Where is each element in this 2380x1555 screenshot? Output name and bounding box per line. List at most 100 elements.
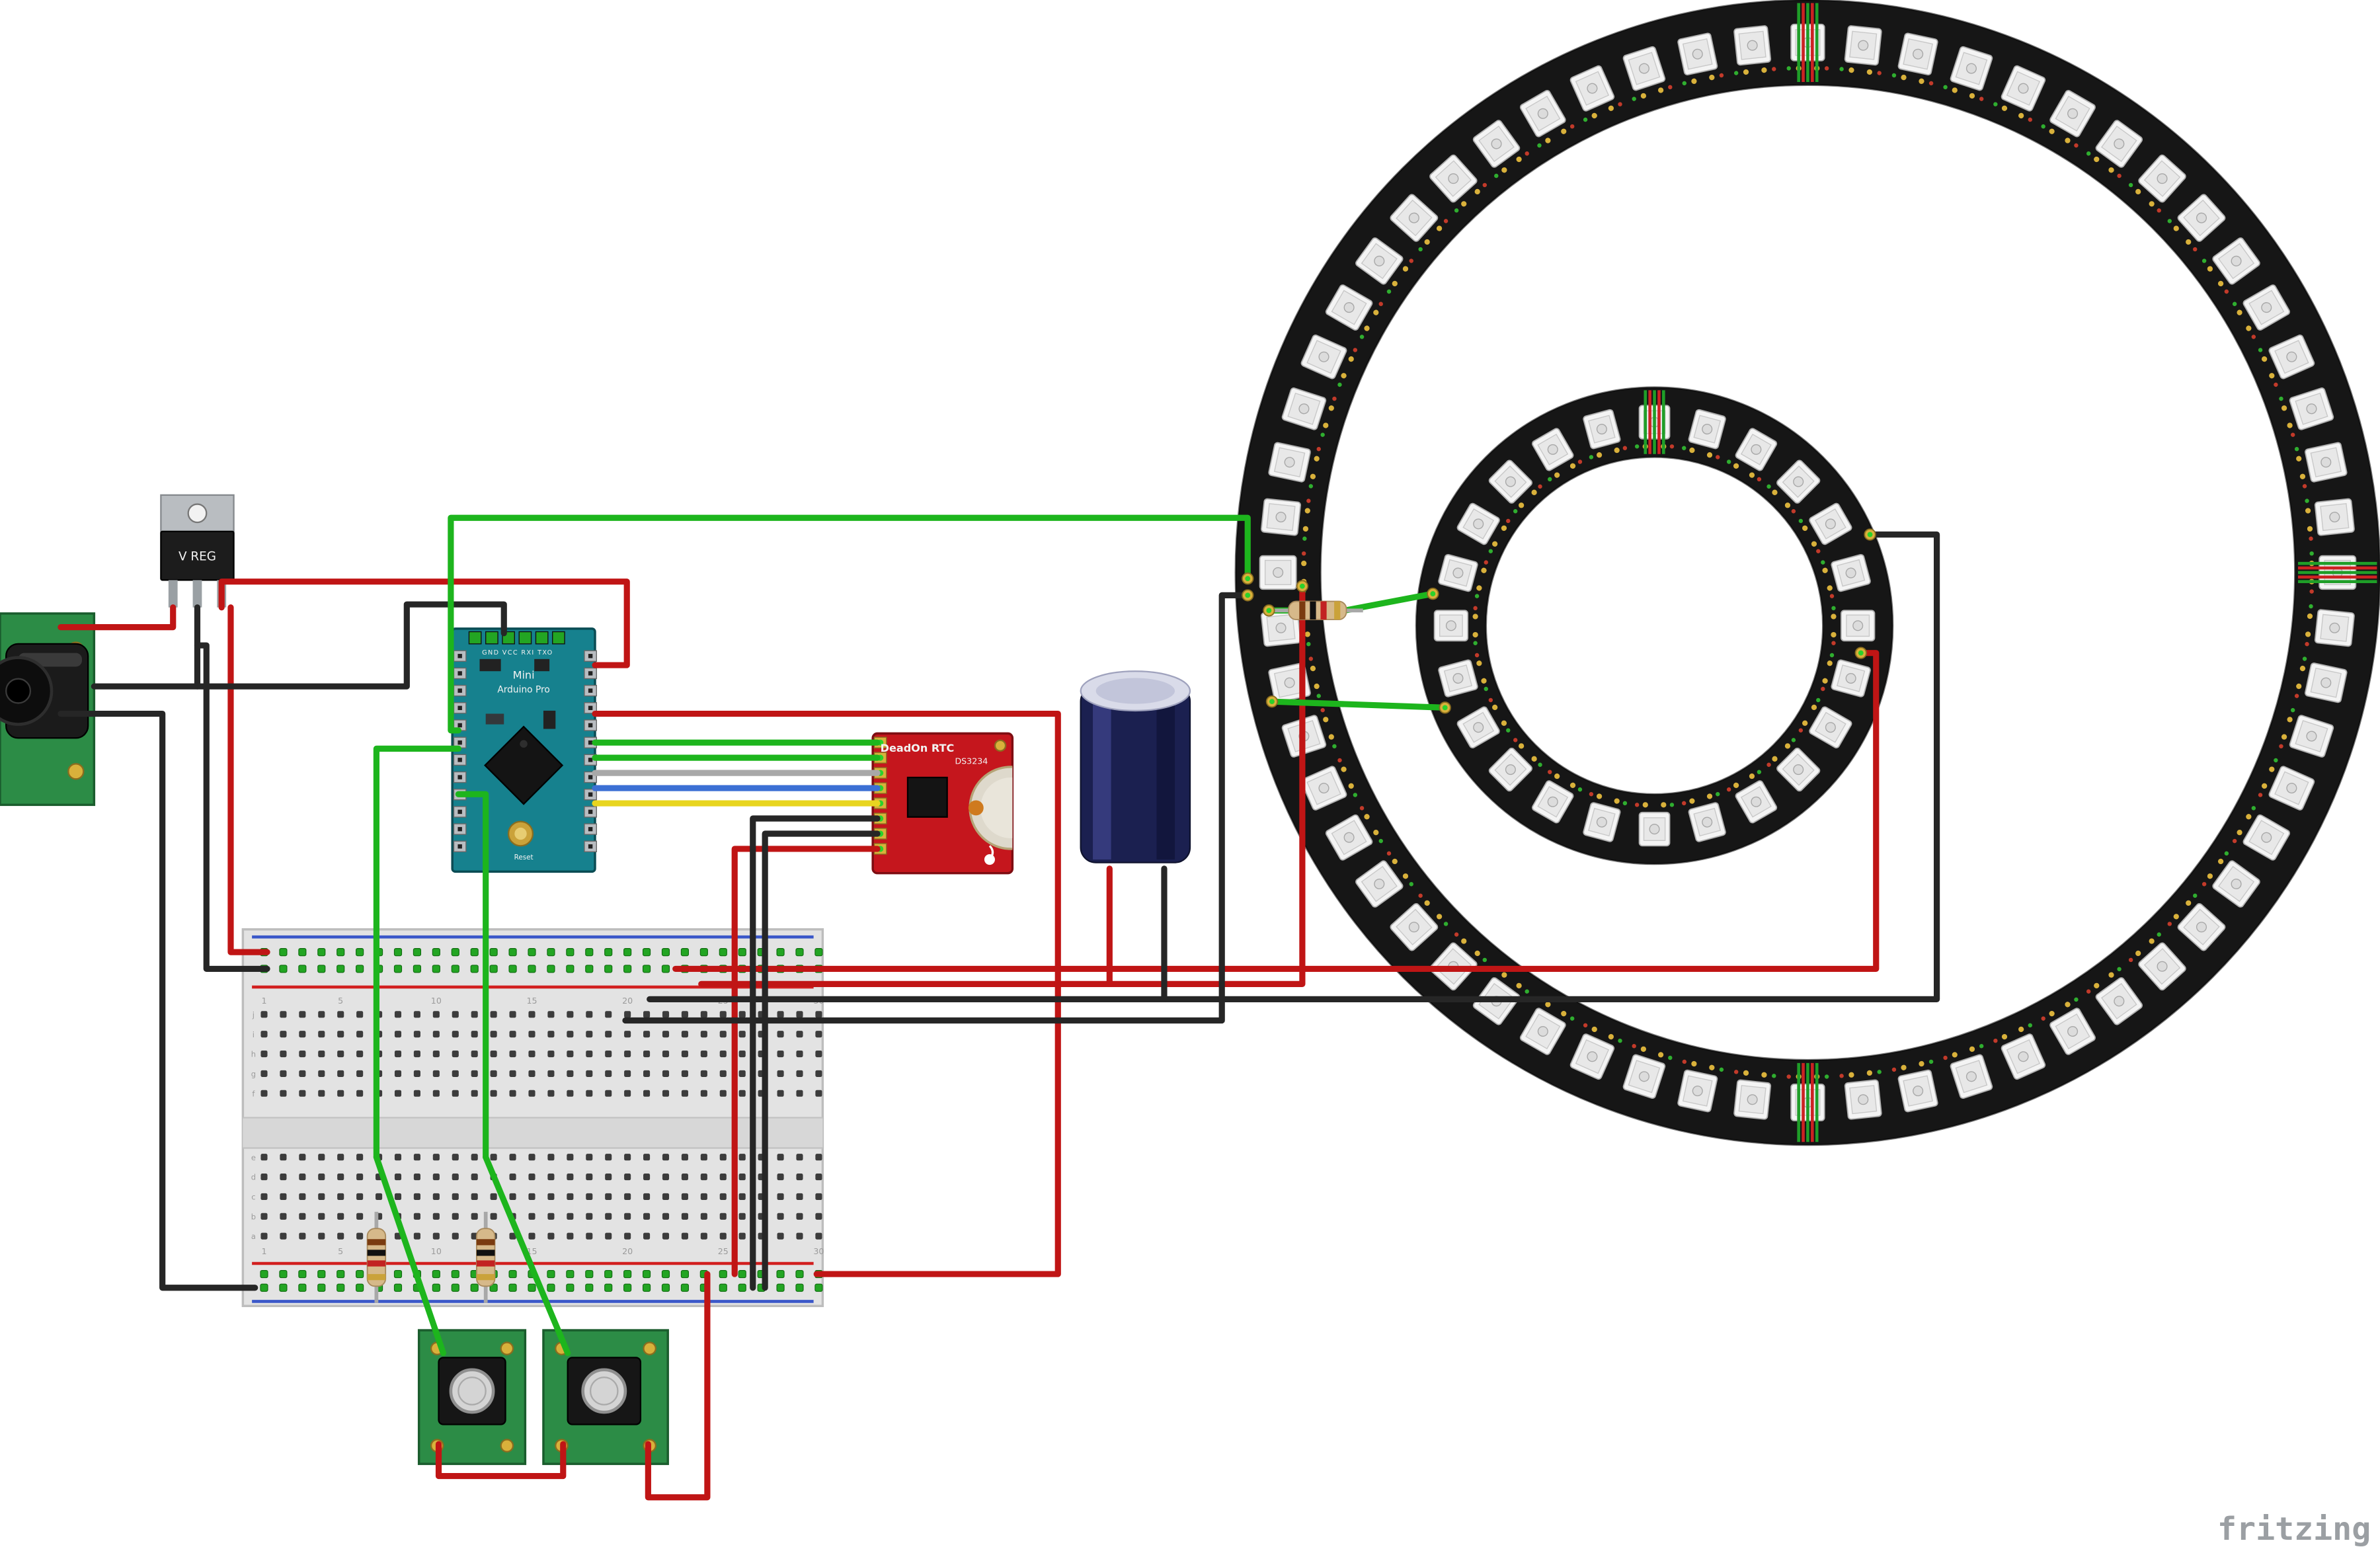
breadboard-rail-hole xyxy=(661,1283,670,1292)
breadboard-hole xyxy=(490,1070,497,1077)
breadboard-rail-hole xyxy=(393,1283,403,1292)
neopixel-led xyxy=(1891,32,1938,86)
breadboard-hole xyxy=(777,1070,784,1077)
breadboard-hole xyxy=(547,1193,555,1200)
breadboard-hole xyxy=(567,1213,574,1220)
breadboard-rail-hole xyxy=(356,965,364,973)
breadboard-rail-hole xyxy=(661,948,670,957)
breadboard-hole xyxy=(586,1193,593,1200)
breadboard-hole xyxy=(547,1050,555,1058)
breadboard-hole xyxy=(586,1232,593,1240)
arduino-pin-hole xyxy=(457,740,462,745)
breadboard-rail-hole xyxy=(508,965,517,973)
breadboard-hole xyxy=(624,1232,631,1240)
neopixel-led xyxy=(1733,1070,1776,1120)
breadboard-rail-hole xyxy=(814,1283,823,1292)
breadboard-col-label: 5 xyxy=(338,1246,343,1256)
breadboard-hole xyxy=(681,1031,688,1038)
breadboard-rail-hole xyxy=(489,948,498,957)
breadboard-hole xyxy=(280,1011,287,1018)
breadboard-hole xyxy=(337,1031,344,1038)
vreg-leg xyxy=(192,580,202,608)
neopixel-led xyxy=(1390,893,1448,951)
rtc-battery-holder xyxy=(968,766,1013,850)
breadboard-hole xyxy=(280,1232,287,1240)
breadboard-hole xyxy=(567,1031,574,1038)
breadboard-hole xyxy=(547,1090,555,1097)
wire-red-7 xyxy=(731,846,881,1277)
resistor xyxy=(366,1211,387,1303)
neopixel-led xyxy=(1726,770,1778,824)
neopixel-led xyxy=(2258,758,2315,811)
neopixel-led xyxy=(1821,553,1871,598)
button-pad xyxy=(643,1341,656,1355)
breadboard-hole xyxy=(700,1050,707,1058)
breadboard-hole xyxy=(260,1011,268,1018)
breadboard-hole xyxy=(796,1213,803,1220)
breadboard-hole xyxy=(471,1090,478,1097)
resistors-group xyxy=(366,600,1363,1303)
neopixel-led xyxy=(1268,442,1321,489)
breadboard-col-label: 10 xyxy=(431,996,442,1006)
breadboard-hole xyxy=(738,1031,746,1038)
arduino-ftdi-pin xyxy=(468,631,482,645)
arduino-reset-cap xyxy=(514,827,527,840)
breadboard-hole xyxy=(547,1154,555,1161)
breadboard-hole xyxy=(719,1174,727,1181)
breadboard-hole xyxy=(719,1031,727,1038)
breadboard-rail-hole xyxy=(566,1269,575,1279)
breadboard-hole xyxy=(471,1031,478,1038)
breadboard-hole xyxy=(299,1232,306,1240)
neopixel-led xyxy=(1300,335,1358,387)
button-pad xyxy=(500,1439,514,1453)
breadboard-hole xyxy=(662,1050,670,1058)
breadboard-hole xyxy=(509,1031,516,1038)
connection-dot xyxy=(1245,592,1251,598)
breadboard-hole xyxy=(528,1154,536,1161)
breadboard-rail-hole xyxy=(298,948,307,957)
dc-barrel-jack xyxy=(0,612,96,807)
breadboard-hole xyxy=(471,1154,478,1161)
breadboard-rail-hole xyxy=(451,1269,459,1279)
breadboard-rail-hole xyxy=(356,1283,364,1292)
neopixel-led xyxy=(2305,498,2355,541)
breadboard-hole xyxy=(260,1193,268,1200)
breadboard-rail-hole xyxy=(585,948,594,957)
breadboard-rail-hole xyxy=(260,1283,268,1292)
breadboard-rail-hole xyxy=(623,1283,632,1292)
breadboard-hole xyxy=(605,1070,612,1077)
wire-red-4 xyxy=(698,583,1306,987)
breadboard-col-label: 1 xyxy=(261,996,266,1006)
breadboard-hole xyxy=(681,1174,688,1181)
breadboard-hole xyxy=(662,1090,670,1097)
breadboard-hole xyxy=(567,1090,574,1097)
ring-segment-joint xyxy=(1797,1062,1819,1142)
vreg-label: V REG xyxy=(178,550,216,564)
breadboard-center-channel xyxy=(243,1117,823,1148)
breadboard-hole xyxy=(509,1090,516,1097)
breadboard-hole xyxy=(509,1154,516,1161)
neopixel-led xyxy=(2041,90,2096,148)
neopixel-led xyxy=(1943,46,1993,101)
breadboard-hole xyxy=(471,1193,478,1200)
button-pad xyxy=(500,1341,514,1355)
breadboard-hole xyxy=(509,1174,516,1181)
breadboard-hole xyxy=(700,1174,707,1181)
breadboard-rail-hole xyxy=(623,1269,632,1279)
breadboard-hole xyxy=(777,1232,784,1240)
breadboard-rail-hole xyxy=(279,1283,288,1292)
breadboard-rail-hole xyxy=(528,965,536,973)
arduino-pro-mini: GND VCC RXI TXO Mini Arduino Pro Reset xyxy=(451,627,597,873)
breadboard-hole xyxy=(777,1031,784,1038)
neopixel-led xyxy=(1681,791,1726,842)
breadboard-hole xyxy=(662,1174,670,1181)
breadboard-col-label: 20 xyxy=(622,1246,633,1256)
arduino-component xyxy=(543,710,556,729)
breadboard-hole xyxy=(624,1031,631,1038)
neopixel-led xyxy=(2202,851,2260,908)
neopixel-led xyxy=(1569,65,1622,122)
breadboard-hole xyxy=(681,1090,688,1097)
breadboard-rail-hole xyxy=(738,948,746,957)
breadboard-rail-hole xyxy=(489,965,498,973)
breadboard-hole xyxy=(413,1090,420,1097)
